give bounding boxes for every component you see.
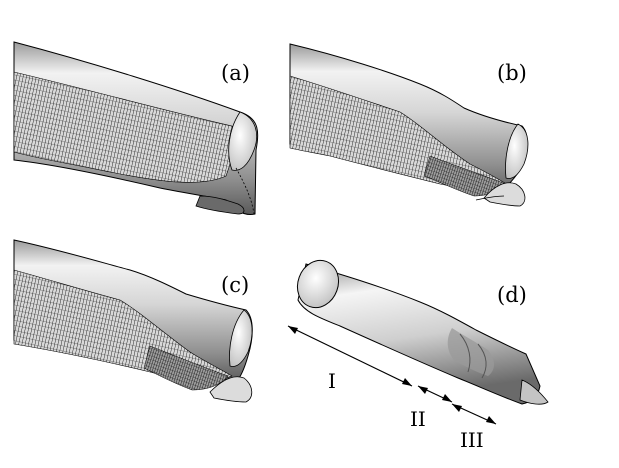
region-label-i: I <box>328 369 336 393</box>
panel-c-dense-mesh <box>143 345 229 391</box>
panel-a-label: (a) <box>221 61 250 85</box>
region-arrow-ii <box>417 385 453 403</box>
region-label-iii: III <box>460 428 484 452</box>
panel-d-end-cap <box>296 259 340 309</box>
panel-b-end-rim <box>505 123 529 179</box>
panel-c-bottom-fin <box>209 376 253 403</box>
panel-a-end-rim <box>228 111 257 171</box>
region-arrow-iii <box>451 403 497 425</box>
panel-a-bottom-fold <box>195 195 245 215</box>
panel-d-label: (d) <box>497 283 527 307</box>
panel-c: (c) <box>13 239 253 403</box>
panel-d-tail-fin <box>519 379 549 405</box>
panel-c-mesh-band <box>13 269 233 382</box>
panel-a: (a) <box>13 41 259 215</box>
region-label-ii: II <box>410 407 426 431</box>
region-arrow-i <box>287 325 413 387</box>
panel-b-bottom-fin <box>483 182 526 207</box>
panel-d-wrinkle-zone <box>447 328 494 376</box>
panel-d: I II III (d) <box>287 259 549 452</box>
panel-b-label: (b) <box>497 61 527 85</box>
panel-c-end-rim <box>229 309 253 367</box>
panel-a-mesh-band <box>13 71 235 183</box>
panel-c-label: (c) <box>221 273 249 297</box>
panel-b: (b) <box>289 43 529 207</box>
